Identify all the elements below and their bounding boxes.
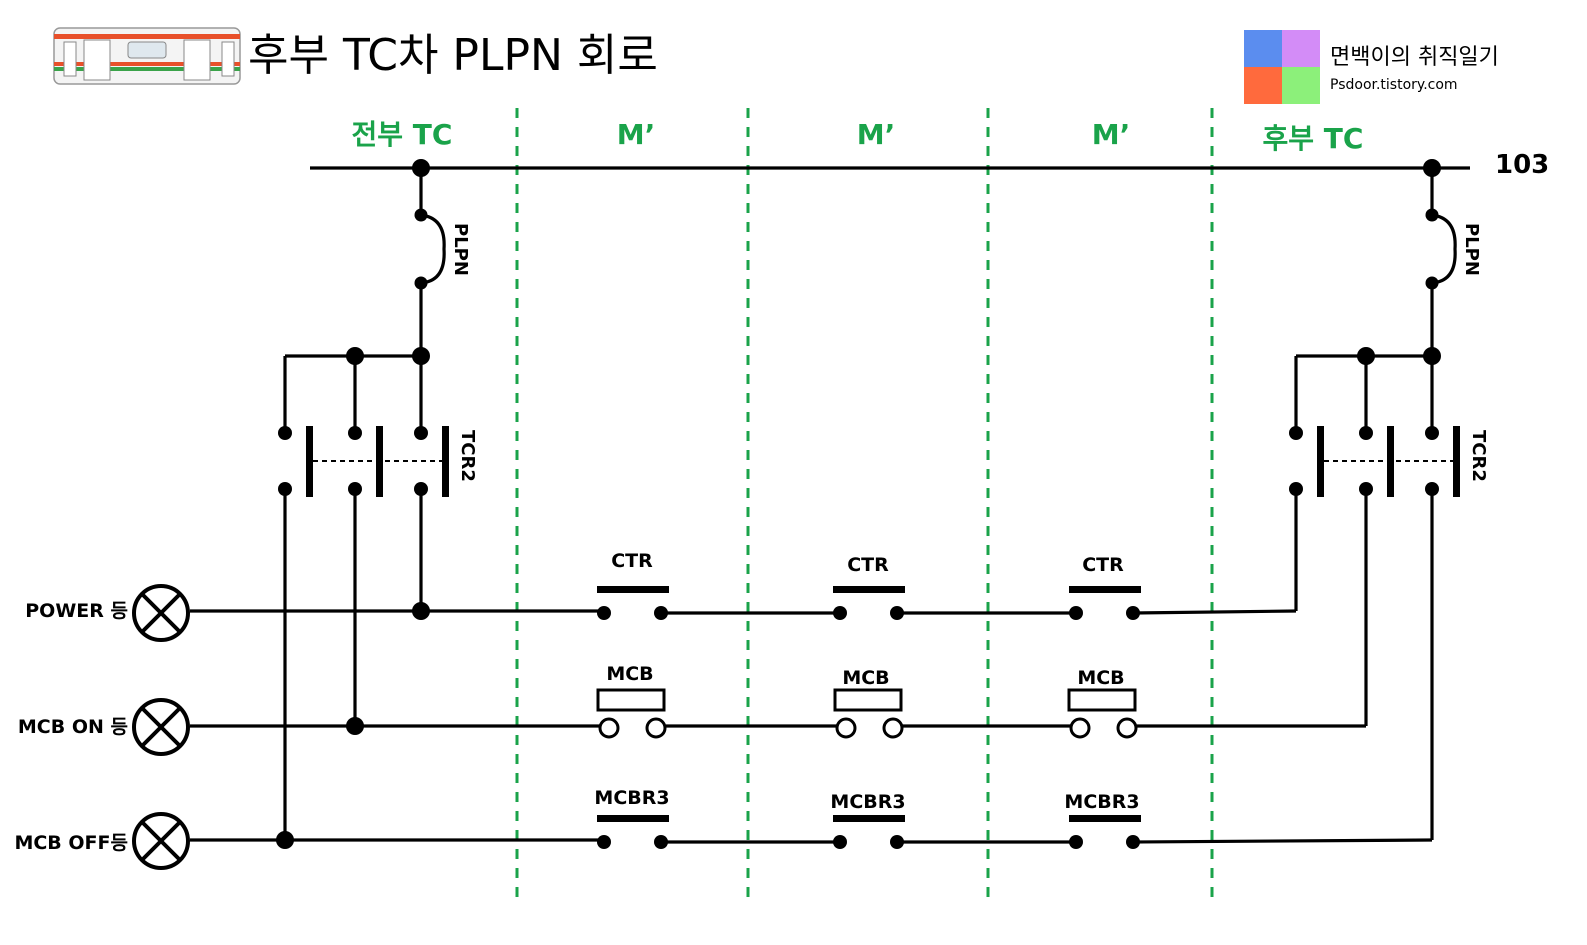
brand-site: Psdoor.tistory.com <box>1330 77 1458 93</box>
section-label-rear-tc: 후부 TC <box>1263 122 1364 155</box>
plpn-breaker-rear <box>1423 159 1457 356</box>
mcb-contact-label: MCB <box>842 667 889 689</box>
mcb-off-lamp-row <box>190 815 1433 849</box>
mcb-on-lamp-label: MCB ON 등 <box>18 716 128 738</box>
mcbr3-contact-label: MCBR3 <box>1064 791 1139 813</box>
tcr2-contacts-rear <box>1289 347 1460 840</box>
mcb-contact-label: MCB <box>606 663 653 685</box>
page-title: 후부 TC차 PLPN 회로 <box>248 30 658 81</box>
power-lamp-icon <box>132 584 190 642</box>
power-lamp-label: POWER 등 <box>25 600 128 622</box>
section-label-m1: M’ <box>617 118 656 151</box>
mcb-contact-label: MCB <box>1077 667 1124 689</box>
tcr2-contacts-front <box>278 347 449 840</box>
ctr-contact-label: CTR <box>611 550 653 572</box>
wire-number: 103 <box>1495 150 1549 180</box>
brand-name: 면백이의 취직일기 <box>1330 45 1499 70</box>
ctr-contact-label: CTR <box>847 554 889 576</box>
plpn-label-front: PLPN <box>450 223 471 276</box>
mcb-on-lamp-row <box>190 688 1366 739</box>
mcbr3-contact-label: MCBR3 <box>594 787 669 809</box>
mcbr3-contact-label: MCBR3 <box>830 791 905 813</box>
mcb-off-lamp-icon <box>132 812 190 870</box>
plpn-label-rear: PLPN <box>1461 223 1482 276</box>
plpn-breaker-front <box>412 159 446 356</box>
tcr2-label-front: TCR2 <box>457 430 478 482</box>
mcb-on-lamp-icon <box>132 698 190 756</box>
brand-logo <box>1244 30 1320 104</box>
section-label-m2: M’ <box>857 118 896 151</box>
mcb-off-lamp-label: MCB OFF등 <box>14 832 128 854</box>
section-label-front-tc: 전부 TC <box>352 118 453 151</box>
section-label-m3: M’ <box>1092 118 1131 151</box>
ctr-contact-label: CTR <box>1082 554 1124 576</box>
tcr2-label-rear: TCR2 <box>1468 430 1489 482</box>
train-icon <box>53 27 241 85</box>
power-lamp-row <box>190 586 1297 620</box>
